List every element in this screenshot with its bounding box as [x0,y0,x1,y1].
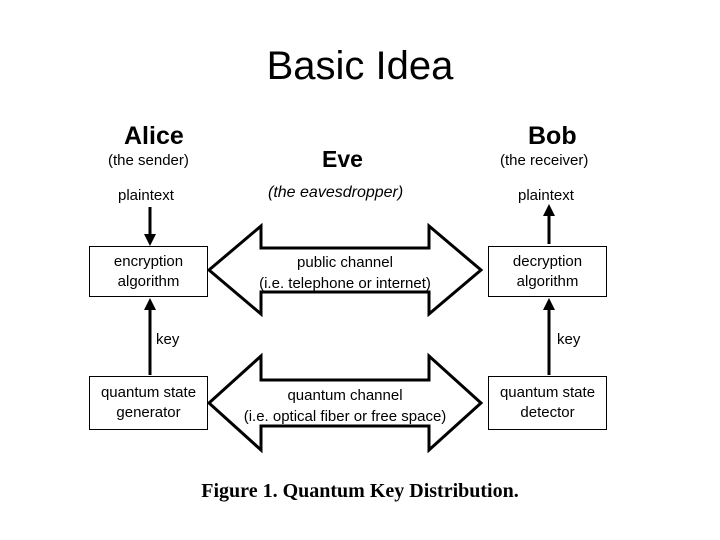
public-channel-arrow [206,222,484,318]
bob-key-label: key [557,331,581,348]
bob-key-arrowhead [543,298,555,310]
alice-plaintext-arrowhead [144,234,156,246]
quantum-state-generator-box: quantum state generator [89,376,208,430]
eve-name: Eve [322,146,363,172]
alice-role: (the sender) [108,152,189,169]
decryption-line2: algorithm [516,272,579,290]
alice-key-arrowhead [144,298,156,310]
quantum-channel-line2: (i.e. optical fiber or free space) [243,408,447,425]
bob-name: Bob [528,122,577,150]
quantum-channel-line1: quantum channel [287,387,403,404]
quantum-channel-arrow [206,352,484,454]
detector-line2: detector [520,404,575,421]
bob-role: (the receiver) [500,152,589,169]
eve-role: (the eavesdropper) [268,184,404,201]
slide-title: Basic Idea [266,44,454,88]
public-channel-label: public channel (i.e. telephone or intern… [230,252,460,294]
bob-plaintext-arrowhead [543,204,555,216]
alice-key-label: key [156,331,180,348]
encryption-line2: algorithm [117,272,180,290]
encryption-line1: encryption [113,252,184,270]
decryption-algorithm-box: decryption algorithm [488,246,607,297]
detector-line1: quantum state [499,384,596,401]
encryption-algorithm-box: encryption algorithm [89,246,208,297]
generator-line1: quantum state [100,384,197,401]
alice-plaintext-label: plaintext [118,187,174,204]
quantum-channel-label: quantum channel (i.e. optical fiber or f… [220,385,470,427]
figure-caption: Figure 1. Quantum Key Distribution. [201,480,519,502]
decryption-line1: decryption [512,252,583,270]
alice-name: Alice [124,122,184,150]
quantum-state-detector-box: quantum state detector [488,376,607,430]
public-channel-line1: public channel [297,254,393,271]
bob-plaintext-label: plaintext [518,187,574,204]
public-channel-line2: (i.e. telephone or internet) [259,275,431,292]
generator-line2: generator [116,404,181,421]
